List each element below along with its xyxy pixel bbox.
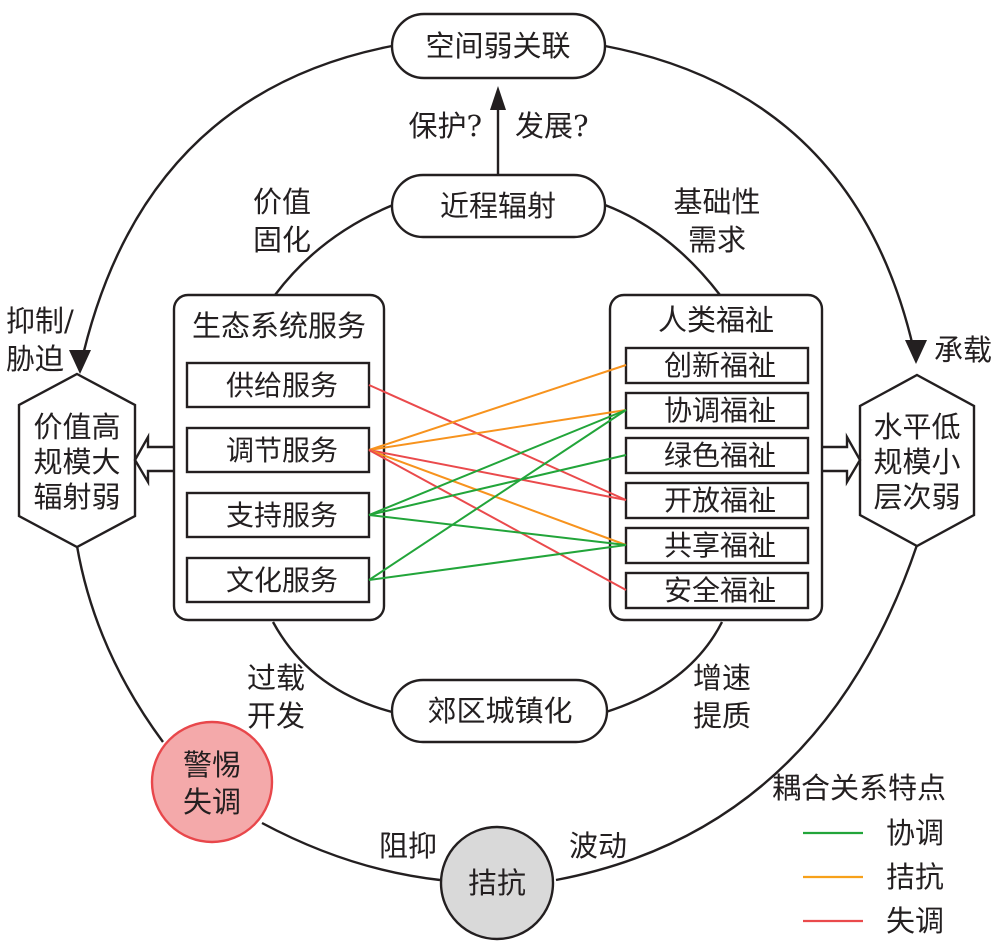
label-suppress-1: 抑制/ <box>6 304 74 338</box>
coupling-link-coordination <box>368 409 627 516</box>
develop-label: 发展? <box>515 109 589 143</box>
inner-bottom-node-label: 郊区城镇化 <box>427 694 572 728</box>
left-hexagon-line-2: 规模大 <box>33 445 120 479</box>
wellbeing-item <box>624 436 810 475</box>
protect-label: 保护? <box>408 109 482 143</box>
wellbeing-item <box>624 346 810 385</box>
wellbeing-item <box>624 481 810 520</box>
left-hexagon <box>17 372 137 549</box>
ecosystem-service-label: 文化服务 <box>226 564 338 597</box>
coupling-link-antagonism <box>368 449 627 546</box>
ecosystem-services-title: 生态系统服务 <box>192 309 366 343</box>
wellbeing-label: 安全福祉 <box>664 574 776 607</box>
label-basic-demand-2: 需求 <box>688 223 746 257</box>
outer-arc-alert-resist <box>261 821 441 882</box>
inner-arc-bottom-left <box>271 621 393 714</box>
coupling-link-coordination <box>368 544 627 581</box>
coupling-link-antagonism <box>368 364 627 451</box>
alert-node <box>150 720 274 844</box>
ecosystem-service-item <box>185 426 371 474</box>
legend-title: 耦合关系特点 <box>772 771 946 805</box>
label-overload-1: 过载 <box>247 661 305 695</box>
label-carry: 承载 <box>934 333 992 367</box>
label-fluctuate: 波动 <box>569 829 627 863</box>
wellbeing-label: 绿色福祉 <box>664 439 776 472</box>
top-node <box>390 12 607 80</box>
human-wellbeing-title: 人类福祉 <box>658 303 774 337</box>
coupling-link-discord <box>368 449 627 501</box>
outer-arc-top-left <box>78 44 393 369</box>
ecosystem-service-label: 供给服务 <box>226 369 338 402</box>
inner-arc-top-right <box>604 203 721 296</box>
coupling-link-discord <box>368 449 627 591</box>
ecosystem-service-label: 调节服务 <box>226 434 338 467</box>
right-hexagon-line-3: 层次弱 <box>873 480 960 514</box>
coupling-link-antagonism <box>368 409 627 451</box>
label-overload-2: 开发 <box>247 699 305 733</box>
hollow-arrow-right <box>822 432 862 487</box>
right-hexagon <box>858 373 976 548</box>
left-hexagon-line-1: 价值高 <box>33 410 120 444</box>
label-basic-demand-1: 基础性 <box>673 185 760 219</box>
resist-node <box>439 825 555 941</box>
legend-label: 拮抗 <box>886 860 944 894</box>
resist-node-label: 拮抗 <box>468 866 526 900</box>
label-value-solidify-1: 价值 <box>253 185 311 219</box>
wellbeing-item <box>624 571 810 610</box>
inner-top-node-label: 近程辐射 <box>440 189 556 223</box>
label-speedup-2: 提质 <box>693 699 751 733</box>
label-value-solidify-2: 固化 <box>253 223 311 257</box>
inner-bottom-node <box>390 678 609 744</box>
label-speedup-1: 增速 <box>693 661 751 695</box>
wellbeing-label: 协调福祉 <box>664 394 776 427</box>
inner-arc-bottom-right <box>605 621 724 714</box>
inner-top-node <box>390 173 607 239</box>
outer-cycle <box>69 44 927 882</box>
legend-label: 失调 <box>886 904 944 938</box>
wellbeing-label: 创新福祉 <box>664 349 776 382</box>
hollow-arrow-left <box>133 432 173 487</box>
right-hexagon-line-2: 规模小 <box>873 445 960 479</box>
ecosystem-service-label: 支持服务 <box>226 499 338 532</box>
alert-node-line-2: 失调 <box>183 785 241 819</box>
top-node-label: 空间弱关联 <box>425 29 570 63</box>
inner-cycle <box>271 203 724 714</box>
outer-arc-top-right <box>604 44 918 361</box>
left-hexagon-line-3: 辐射弱 <box>33 480 120 514</box>
coupling-link-coordination <box>368 454 627 516</box>
alert-node-line-1: 警惕 <box>183 748 241 782</box>
ecosystem-service-item <box>185 491 371 539</box>
ecosystem-service-item <box>185 361 371 409</box>
inner-arc-top-left <box>274 203 394 296</box>
coupling-links <box>368 364 627 591</box>
up-arrow-head <box>490 86 506 110</box>
right-hexagon-line-1: 水平低 <box>873 410 960 444</box>
outer-arc-resist-right <box>555 544 919 882</box>
outer-arrow-left-head <box>69 350 91 374</box>
legend-label: 协调 <box>886 816 944 850</box>
coupling-link-coordination <box>368 409 627 581</box>
label-hinder: 阻抑 <box>379 829 437 863</box>
outer-arc-left-alert <box>75 545 164 743</box>
coupling-link-coordination <box>368 514 627 546</box>
label-suppress-2: 胁迫 <box>6 342 64 376</box>
wellbeing-label: 开放福祉 <box>664 484 776 517</box>
wellbeing-label: 共享福祉 <box>664 529 776 562</box>
wellbeing-item <box>624 391 810 430</box>
coupling-link-discord <box>368 384 627 501</box>
outer-arrow-right-head <box>905 340 927 364</box>
